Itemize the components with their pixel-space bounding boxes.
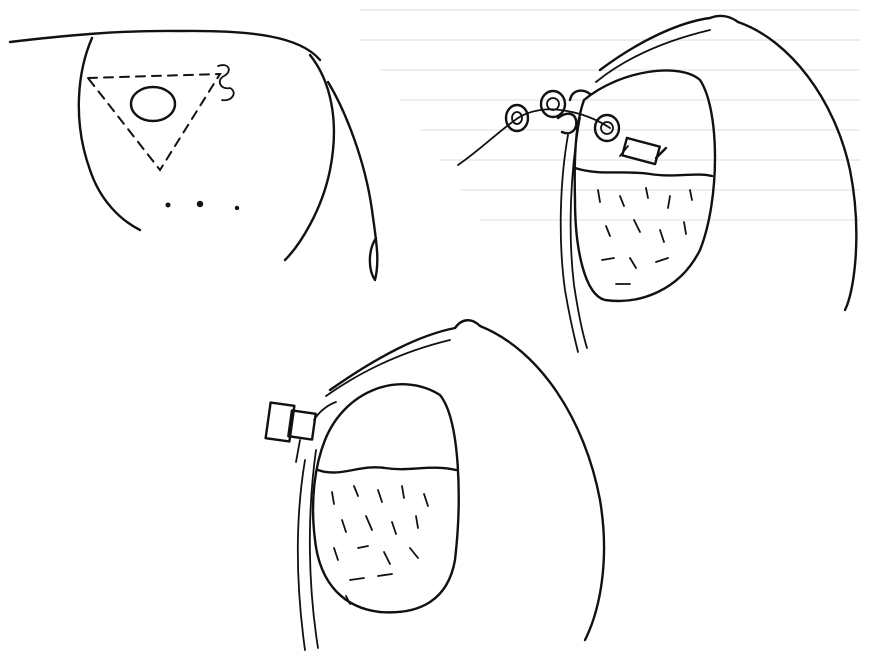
brain-cavity-outline <box>575 70 715 300</box>
burr-hole-site-oval <box>131 87 175 121</box>
incision-clamp-mark <box>218 65 234 100</box>
back-of-head <box>285 55 334 260</box>
skull-outer-contour <box>600 16 856 310</box>
fluid-level-line <box>575 168 712 176</box>
subdural-collection-hatching <box>332 486 428 604</box>
panel-c <box>266 320 604 650</box>
head-outline-top <box>10 31 320 60</box>
brain-cavity-outline <box>313 384 459 612</box>
skull-inner-line-3 <box>326 340 450 396</box>
ear-outline <box>328 82 377 280</box>
drain-device <box>266 402 336 462</box>
skull-inner-line-1 <box>298 460 305 650</box>
panel-b <box>458 16 856 352</box>
fluid-level-line <box>318 467 456 472</box>
irrigation-tube <box>458 109 610 165</box>
skull-inner-line-2 <box>571 118 587 348</box>
panel-a <box>10 31 377 280</box>
subdural-collection-hatching <box>598 188 692 284</box>
suture-dots <box>166 201 240 210</box>
